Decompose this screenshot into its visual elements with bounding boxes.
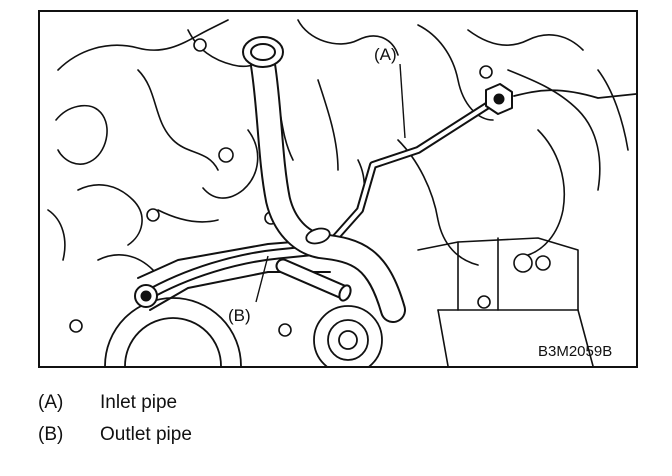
outlet-pipe (134, 239, 352, 311)
bolt (535, 255, 551, 271)
legend-text: Inlet pipe (100, 392, 178, 413)
bolt (479, 65, 493, 79)
small-tube (305, 227, 331, 245)
diagram-svg: (A) (B) B3M2059B (38, 10, 638, 368)
legend-key: (A) (38, 392, 64, 413)
callout-b-label: (B) (228, 306, 251, 325)
crank-pulley (104, 297, 242, 368)
callout-a-leader (399, 63, 406, 139)
legend-text: Outlet pipe (100, 424, 192, 445)
bolt (69, 319, 83, 333)
idler-pulley-hub (338, 330, 358, 350)
pulleys (104, 297, 383, 368)
figure-code: B3M2059B (538, 343, 612, 360)
bolt (146, 208, 160, 222)
engine-diagram: (A) (B) B3M2059B (38, 10, 638, 368)
crank-pulley-inner (124, 317, 222, 368)
bolt (218, 147, 234, 163)
legend-row-outlet: (B) Outlet pipe (38, 424, 638, 456)
water-pipe (242, 36, 406, 323)
callout-b-leader (255, 255, 269, 303)
legend-key: (B) (38, 424, 64, 445)
leader-lines (255, 63, 406, 303)
bolt (513, 253, 533, 273)
idler-pulley (313, 305, 383, 368)
outlet-pipe-bolt (140, 290, 152, 302)
water-pipe-end-inner (250, 43, 276, 61)
legend: (A) Inlet pipe (B) Outlet pipe (38, 392, 638, 456)
inlet-pipe (324, 83, 637, 250)
bolt (278, 323, 292, 337)
inlet-pipe-fitting-center (493, 93, 505, 105)
idler-pulley-inner (327, 319, 369, 361)
legend-row-inlet: (A) Inlet pipe (38, 392, 638, 424)
callout-a-label: (A) (374, 45, 397, 64)
bolt (193, 38, 207, 52)
bolt (477, 295, 491, 309)
